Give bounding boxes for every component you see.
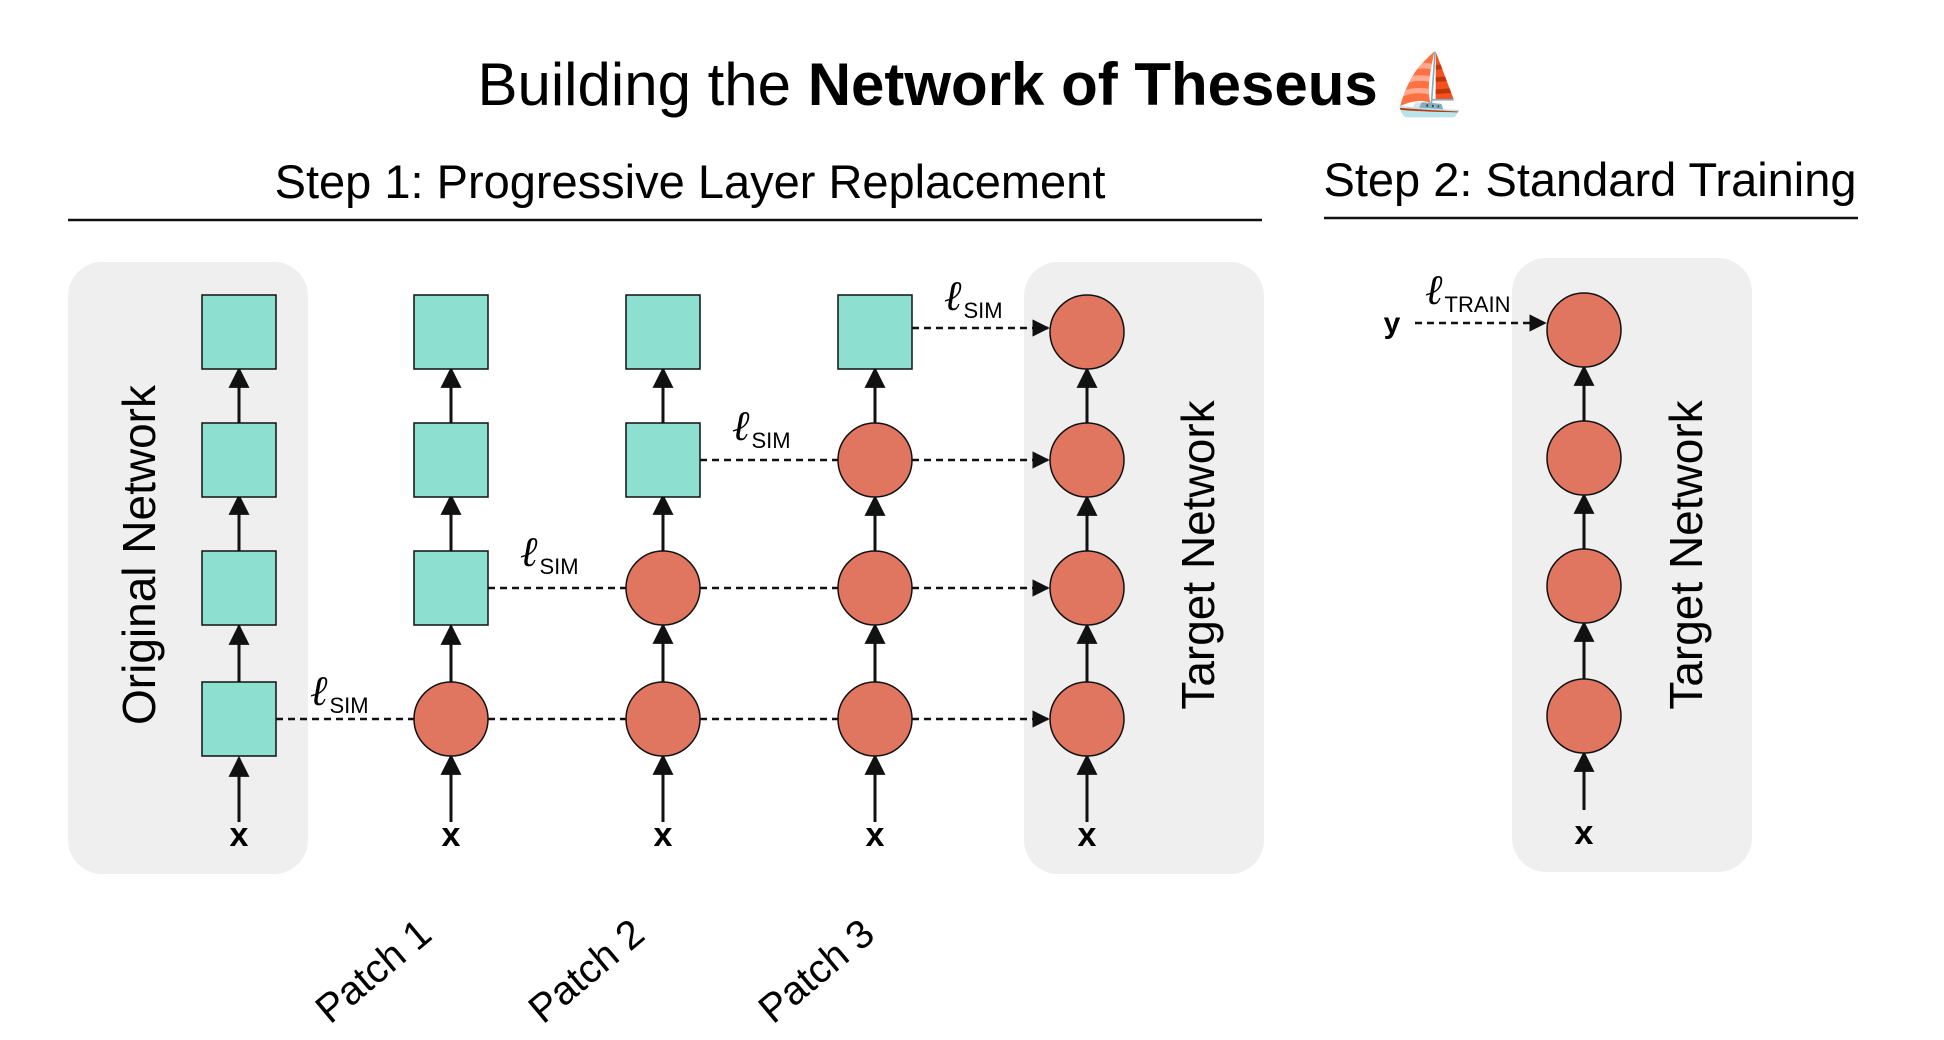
patch2-layer-1-replaced <box>625 681 701 757</box>
page-title: Building the Network of Theseus⛵ <box>477 50 1466 119</box>
step2-layer-4 <box>1546 292 1622 368</box>
target-layer-2 <box>1049 550 1125 626</box>
target-layer-3 <box>1049 422 1125 498</box>
patch-label-3: Patch 3 <box>751 911 883 1032</box>
input-x-step2: x <box>1575 814 1594 852</box>
input-x-patch1: x <box>442 816 461 854</box>
input-x-patch3: x <box>866 816 885 854</box>
patch3-column: x <box>837 294 913 854</box>
patch2-column: x <box>625 294 701 854</box>
step2-layer-1 <box>1546 678 1622 754</box>
original-network-label: Original Network <box>113 384 165 725</box>
patch2-layer-4 <box>625 294 701 370</box>
target-layer-4 <box>1049 294 1125 370</box>
original-layer-1 <box>201 681 277 757</box>
patch1-column: x <box>413 294 489 854</box>
step2-target-panel <box>1512 258 1752 872</box>
step2-target-column: x <box>1546 292 1622 852</box>
original-network-column: x <box>201 294 277 854</box>
loss-sim-label-1: ℓSIM <box>310 666 369 718</box>
patch3-layer-2-replaced <box>837 550 913 626</box>
input-x-patch2: x <box>654 816 673 854</box>
step2-layer-2 <box>1546 548 1622 624</box>
loss-sim-label-4: ℓSIM <box>944 271 1003 323</box>
patch2-layer-3 <box>625 422 701 498</box>
patch3-layer-3-replaced <box>837 422 913 498</box>
loss-sim-label-2: ℓSIM <box>520 527 579 579</box>
step2-layer-3 <box>1546 420 1622 496</box>
patch3-layer-1-replaced <box>837 681 913 757</box>
input-x-original: x <box>230 816 249 854</box>
patch3-layer-4 <box>837 294 913 370</box>
output-y-label: y <box>1384 307 1401 340</box>
patch1-layer-4 <box>413 294 489 370</box>
step2-target-network-label: Target Network <box>1660 399 1712 709</box>
similarity-connections <box>276 319 1050 728</box>
patch1-layer-1-replaced <box>413 681 489 757</box>
patch1-layer-3 <box>413 422 489 498</box>
target-network-label: Target Network <box>1172 399 1224 709</box>
step1-heading: Step 1: Progressive Layer Replacement <box>275 155 1106 208</box>
original-layer-4 <box>201 294 277 370</box>
patch-label-2: Patch 2 <box>521 911 653 1032</box>
original-layer-2 <box>201 550 277 626</box>
loss-sim-label-3: ℓSIM <box>732 401 791 453</box>
patch1-layer-2 <box>413 550 489 626</box>
target-layer-1 <box>1049 681 1125 757</box>
step2-heading: Step 2: Standard Training <box>1323 153 1856 206</box>
loss-train-label: ℓTRAIN <box>1425 265 1511 317</box>
input-x-target: x <box>1078 816 1097 854</box>
target-network-column: x <box>1049 294 1125 854</box>
original-layer-3 <box>201 422 277 498</box>
patch2-layer-2-replaced <box>625 550 701 626</box>
patch-label-1: Patch 1 <box>308 911 440 1032</box>
